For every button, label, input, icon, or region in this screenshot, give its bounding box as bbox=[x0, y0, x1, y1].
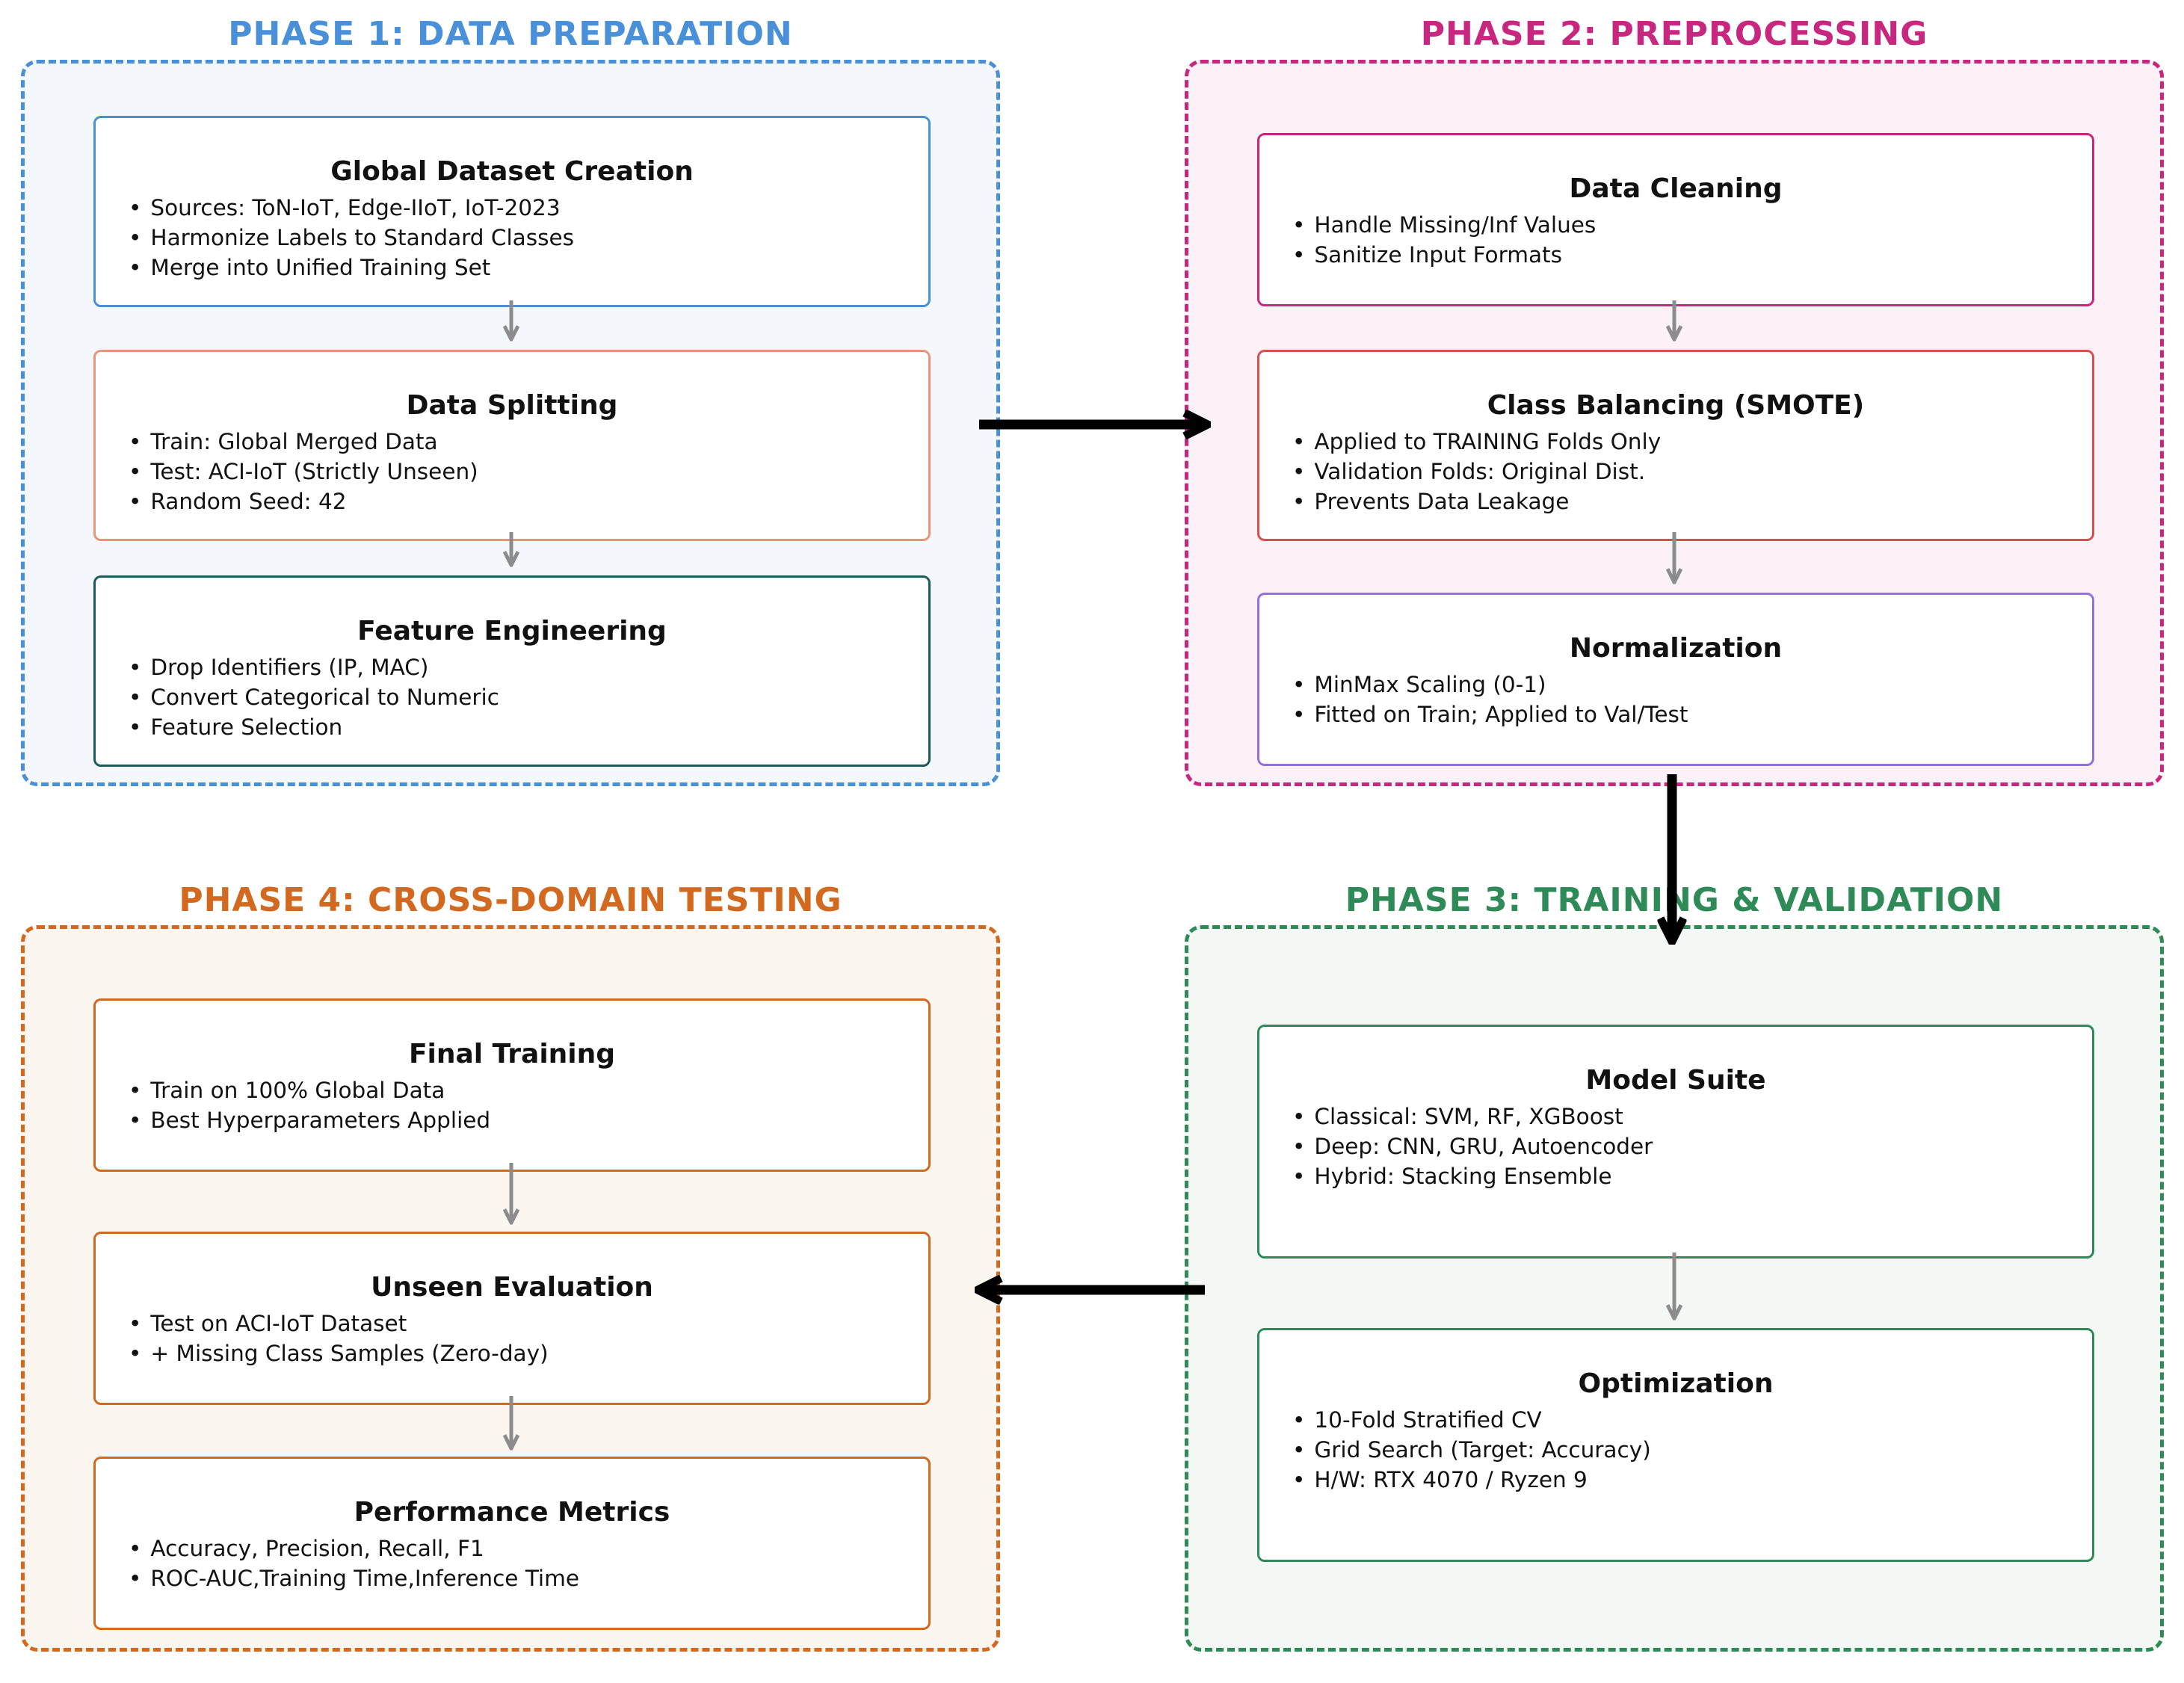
box-title: Global Dataset Creation bbox=[330, 156, 694, 187]
bullet-list: Train: Global Merged Data Test: ACI-IoT … bbox=[129, 427, 478, 516]
box-title: Final Training bbox=[408, 1039, 616, 1069]
box-title: Model Suite bbox=[1585, 1065, 1766, 1096]
bullet-item: Prevents Data Leakage bbox=[1292, 487, 1661, 516]
bullet-list: Accuracy, Precision, Recall, F1 ROC-AUC,… bbox=[129, 1534, 579, 1593]
data-cleaning-box: Data Cleaning Handle Missing/Inf Values … bbox=[1257, 133, 2094, 306]
box-title: Optimization bbox=[1578, 1368, 1774, 1399]
bullet-item: Validation Folds: Original Dist. bbox=[1292, 457, 1661, 487]
phase-2-title: PHASE 2: PREPROCESSING bbox=[1420, 15, 1928, 53]
bullet-list: Applied to TRAINING Folds Only Validatio… bbox=[1292, 427, 1661, 516]
bullet-item: Test on ACI-IoT Dataset bbox=[129, 1309, 549, 1338]
bullet-item: Classical: SVM, RF, XGBoost bbox=[1292, 1102, 1653, 1131]
phase-1-container: Global Dataset Creation Sources: ToN-IoT… bbox=[21, 60, 1000, 786]
phase-3-container: Model Suite Classical: SVM, RF, XGBoost … bbox=[1185, 925, 2164, 1652]
bullet-item: Random Seed: 42 bbox=[129, 487, 478, 516]
bullet-list: 10-Fold Stratified CV Grid Search (Targe… bbox=[1292, 1405, 1651, 1495]
bullet-item: ROC-AUC,Training Time,Inference Time bbox=[129, 1563, 579, 1593]
bullet-item: 10-Fold Stratified CV bbox=[1292, 1405, 1651, 1435]
bullet-item: + Missing Class Samples (Zero-day) bbox=[129, 1338, 548, 1368]
box-title: Normalization bbox=[1569, 633, 1783, 664]
phase-4-container: Final Training Train on 100% Global Data… bbox=[21, 925, 1000, 1652]
bullet-list: Drop Identifiers (IP, MAC) Convert Categ… bbox=[129, 652, 499, 742]
bullet-list: Classical: SVM, RF, XGBoost Deep: CNN, G… bbox=[1292, 1102, 1653, 1191]
bullet-list: Handle Missing/Inf Values Sanitize Input… bbox=[1292, 210, 1596, 270]
optimization-box: Optimization 10-Fold Stratified CV Grid … bbox=[1257, 1328, 2094, 1562]
bullet-item: Train: Global Merged Data bbox=[129, 427, 478, 457]
phase-2-container: Data Cleaning Handle Missing/Inf Values … bbox=[1185, 60, 2164, 786]
phase-4-title: PHASE 4: CROSS-DOMAIN TESTING bbox=[179, 881, 842, 919]
bullet-item: Train on 100% Global Data bbox=[129, 1075, 490, 1105]
bullet-item: Merge into Unified Training Set bbox=[129, 253, 574, 282]
bullet-item: Harmonize Labels to Standard Classes bbox=[129, 223, 574, 253]
bullet-item: Hybrid: Stacking Ensemble bbox=[1292, 1161, 1653, 1191]
bullet-list: Train on 100% Global Data Best Hyperpara… bbox=[129, 1075, 490, 1135]
bullet-item: Fitted on Train; Applied to Val/Test bbox=[1292, 700, 1688, 729]
bullet-item: H/W: RTX 4070 / Ryzen 9 bbox=[1292, 1465, 1651, 1495]
bullet-item: Feature Selection bbox=[129, 712, 499, 742]
box-title: Feature Engineering bbox=[357, 616, 667, 646]
bullet-item: Sanitize Input Formats bbox=[1292, 240, 1596, 270]
feature-engineering-box: Feature Engineering Drop Identifiers (IP… bbox=[93, 575, 931, 767]
unseen-evaluation-box: Unseen Evaluation Test on ACI-IoT Datase… bbox=[93, 1232, 931, 1405]
final-training-box: Final Training Train on 100% Global Data… bbox=[93, 998, 931, 1172]
box-title: Data Cleaning bbox=[1569, 173, 1783, 204]
bullet-item: Convert Categorical to Numeric bbox=[129, 682, 499, 712]
performance-metrics-box: Performance Metrics Accuracy, Precision,… bbox=[93, 1457, 931, 1630]
bullet-list: MinMax Scaling (0-1) Fitted on Train; Ap… bbox=[1292, 670, 1688, 729]
bullet-item: Handle Missing/Inf Values bbox=[1292, 210, 1596, 240]
bullet-item: Test: ACI-IoT (Strictly Unseen) bbox=[129, 457, 478, 487]
bullet-item: Best Hyperparameters Applied bbox=[129, 1105, 490, 1135]
class-balancing-box: Class Balancing (SMOTE) Applied to TRAIN… bbox=[1257, 350, 2094, 541]
bullet-item: Applied to TRAINING Folds Only bbox=[1292, 427, 1661, 457]
model-suite-box: Model Suite Classical: SVM, RF, XGBoost … bbox=[1257, 1025, 2094, 1259]
box-title: Unseen Evaluation bbox=[371, 1272, 653, 1303]
bullet-item: Sources: ToN-IoT, Edge-IIoT, IoT-2023 bbox=[129, 193, 574, 223]
box-title: Performance Metrics bbox=[354, 1497, 670, 1528]
bullet-item: MinMax Scaling (0-1) bbox=[1292, 670, 1688, 700]
box-title: Class Balancing (SMOTE) bbox=[1487, 390, 1865, 421]
box-title: Data Splitting bbox=[406, 390, 618, 421]
bullet-item: Deep: CNN, GRU, Autoencoder bbox=[1292, 1131, 1653, 1161]
normalization-box: Normalization MinMax Scaling (0-1) Fitte… bbox=[1257, 593, 2094, 766]
bullet-list: Sources: ToN-IoT, Edge-IIoT, IoT-2023 Ha… bbox=[129, 193, 574, 282]
bullet-item: Accuracy, Precision, Recall, F1 bbox=[129, 1534, 579, 1563]
data-splitting-box: Data Splitting Train: Global Merged Data… bbox=[93, 350, 931, 541]
bullet-list: Test on ACI-IoT Dataset + Missing Class … bbox=[129, 1309, 549, 1368]
bullet-item: Grid Search (Target: Accuracy) bbox=[1292, 1435, 1650, 1465]
phase-1-title: PHASE 1: DATA PREPARATION bbox=[228, 15, 793, 53]
bullet-item: Drop Identifiers (IP, MAC) bbox=[129, 652, 499, 682]
